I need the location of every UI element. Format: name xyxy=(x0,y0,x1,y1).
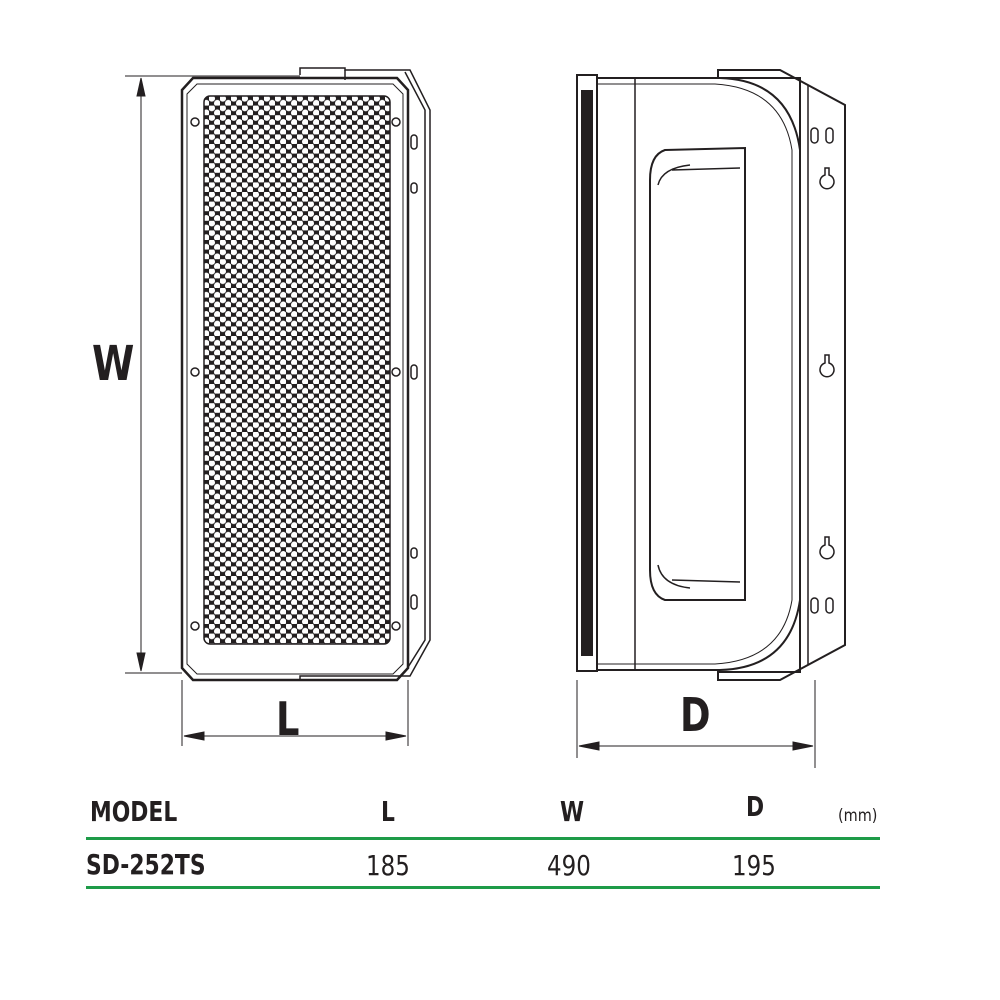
depth-dimension xyxy=(576,680,816,768)
header-model: MODEL xyxy=(90,795,178,828)
unit-label: (mm) xyxy=(838,806,878,826)
length-label: L xyxy=(276,692,300,746)
width-dimension xyxy=(125,75,300,674)
width-label: W xyxy=(92,336,135,392)
row-l: 185 xyxy=(366,849,410,882)
header-d: D xyxy=(746,790,765,823)
row-model: SD-252TS xyxy=(86,848,206,881)
header-w: W xyxy=(560,795,585,828)
side-view xyxy=(576,69,846,681)
speaker-grille xyxy=(203,95,391,645)
front-view xyxy=(180,67,431,682)
keyhole-slot-icons xyxy=(810,127,835,614)
depth-label: D xyxy=(680,688,711,742)
screw-icons xyxy=(190,117,401,631)
length-dimension xyxy=(181,680,409,746)
row-d: 195 xyxy=(732,849,776,882)
divider xyxy=(86,886,880,889)
row-w: 490 xyxy=(547,849,591,882)
divider xyxy=(86,837,880,840)
header-l: L xyxy=(381,795,395,828)
